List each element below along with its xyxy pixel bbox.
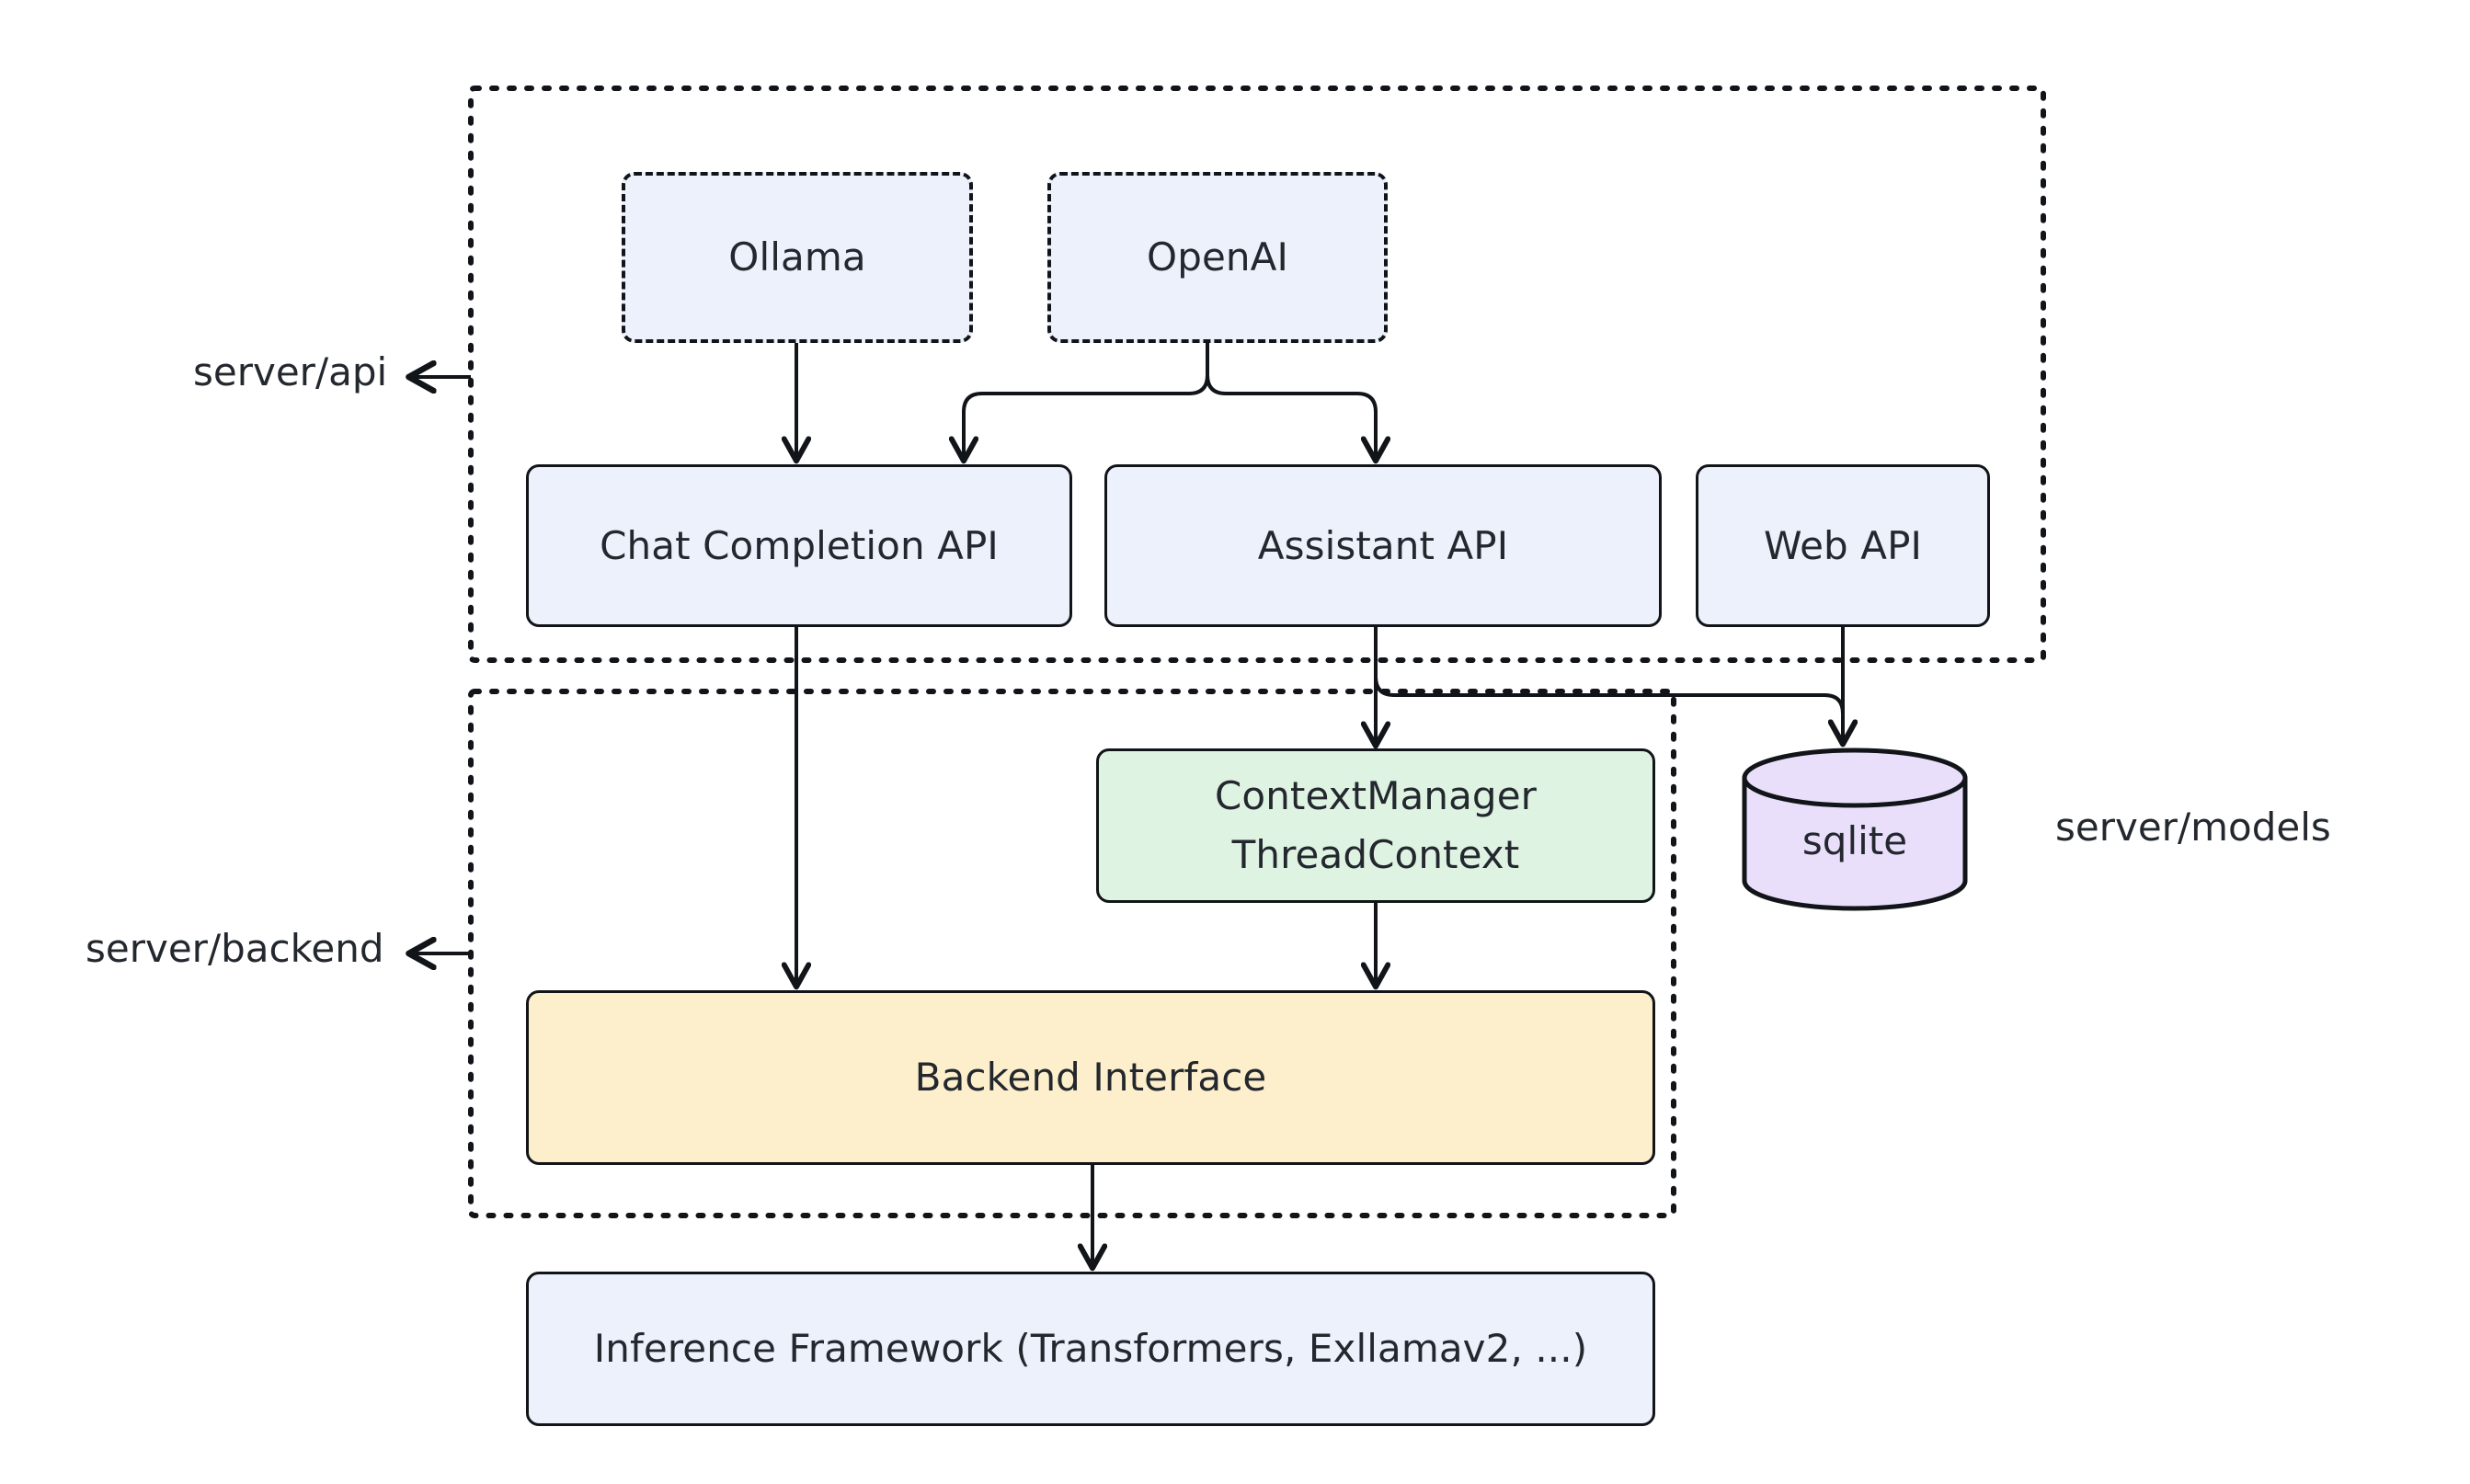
edge-openai-chat: [964, 343, 1209, 460]
node-inference-framework[interactable]: Inference Framework (Transformers, Exlla…: [526, 1272, 1655, 1426]
sqlite-cylinder-shape: [1742, 748, 1968, 911]
group-label-server-backend-text: server/backend: [86, 926, 384, 971]
node-sqlite[interactable]: sqlite: [1740, 747, 1970, 912]
node-context-manager[interactable]: ContextManager ThreadContext: [1096, 748, 1655, 903]
node-assistant-api-label: Assistant API: [1257, 522, 1509, 568]
edge-openai-assistant: [1206, 343, 1376, 460]
node-web-api-label: Web API: [1763, 522, 1923, 568]
side-label-server-models-text: server/models: [2055, 805, 2331, 850]
node-openai[interactable]: OpenAI: [1047, 172, 1388, 343]
edge-assistant-sqlite: [1374, 627, 1843, 743]
node-context-manager-label-line1: ContextManager: [1214, 773, 1538, 819]
group-label-server-api-text: server/api: [193, 349, 388, 394]
node-chat-completion-api-label: Chat Completion API: [600, 522, 999, 568]
node-assistant-api[interactable]: Assistant API: [1104, 464, 1662, 627]
node-ollama-label: Ollama: [728, 234, 866, 280]
node-inference-framework-label: Inference Framework (Transformers, Exlla…: [593, 1326, 1588, 1372]
node-backend-interface-label: Backend Interface: [914, 1055, 1267, 1101]
node-chat-completion-api[interactable]: Chat Completion API: [526, 464, 1072, 627]
node-context-manager-label-line2: ThreadContext: [1231, 832, 1520, 877]
side-label-server-models: server/models: [2055, 808, 2331, 847]
node-ollama[interactable]: Ollama: [622, 172, 973, 343]
node-web-api[interactable]: Web API: [1696, 464, 1990, 627]
group-label-server-api: server/api: [193, 353, 387, 392]
group-label-server-backend: server/backend: [86, 930, 384, 968]
node-openai-label: OpenAI: [1147, 234, 1288, 280]
node-backend-interface[interactable]: Backend Interface: [526, 990, 1655, 1165]
group-box-server-api: [468, 86, 2046, 663]
